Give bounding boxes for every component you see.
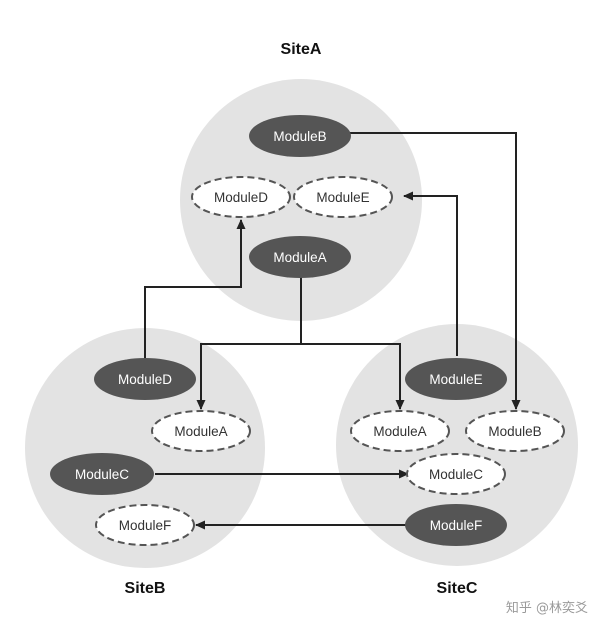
siteC-moduleA-label: ModuleA <box>373 424 426 439</box>
site-c-circle <box>336 324 578 566</box>
site-b-circle <box>25 328 265 568</box>
siteA-moduleE-label: ModuleE <box>316 190 369 205</box>
siteA-moduleE-node <box>293 176 393 218</box>
siteB-moduleC-node <box>50 453 154 495</box>
connector-siteB-moduleD-to-siteA-moduleD <box>144 219 246 358</box>
siteC-moduleF-node <box>405 504 507 546</box>
siteC-moduleF-label: ModuleF <box>430 518 483 533</box>
siteB-moduleF-node <box>95 504 195 546</box>
siteC-moduleB-label: ModuleB <box>488 424 541 439</box>
siteB-moduleD-label: ModuleD <box>118 372 172 387</box>
siteB-moduleF-label: ModuleF <box>119 518 172 533</box>
watermark: 知乎 @林奕爻 <box>506 600 588 616</box>
siteA-moduleD-label: ModuleD <box>214 190 268 205</box>
siteC-moduleE-label: ModuleE <box>429 372 482 387</box>
siteA-moduleB-label: ModuleB <box>273 129 326 144</box>
connector-siteA-moduleA-to-siteB-moduleA <box>196 343 301 410</box>
siteC-moduleE-node <box>405 358 507 400</box>
siteC-moduleC-node <box>406 453 506 495</box>
connector-siteA-moduleB-to-siteC-moduleB <box>350 132 521 410</box>
siteC-moduleC-label: ModuleC <box>429 467 483 482</box>
siteB-moduleA-label: ModuleA <box>174 424 227 439</box>
siteB-moduleD-node <box>94 358 196 400</box>
connector-siteC-moduleE-to-siteA-moduleE <box>403 191 458 356</box>
siteA-moduleD-node <box>191 176 291 218</box>
siteB-moduleC-label: ModuleC <box>75 467 129 482</box>
site-b-label: SiteB <box>125 580 166 597</box>
site-a-label: SiteA <box>281 41 322 58</box>
connector-siteA-moduleA-to-siteC-moduleA <box>301 343 405 410</box>
siteB-moduleA-node <box>151 410 251 452</box>
site-c-label: SiteC <box>437 580 478 597</box>
siteA-moduleB-node <box>249 115 351 157</box>
siteC-moduleA-node <box>350 410 450 452</box>
connectors <box>144 132 521 530</box>
siteA-moduleA-label: ModuleA <box>273 250 326 265</box>
siteA-moduleA-node <box>249 236 351 278</box>
siteC-moduleB-node <box>465 410 565 452</box>
